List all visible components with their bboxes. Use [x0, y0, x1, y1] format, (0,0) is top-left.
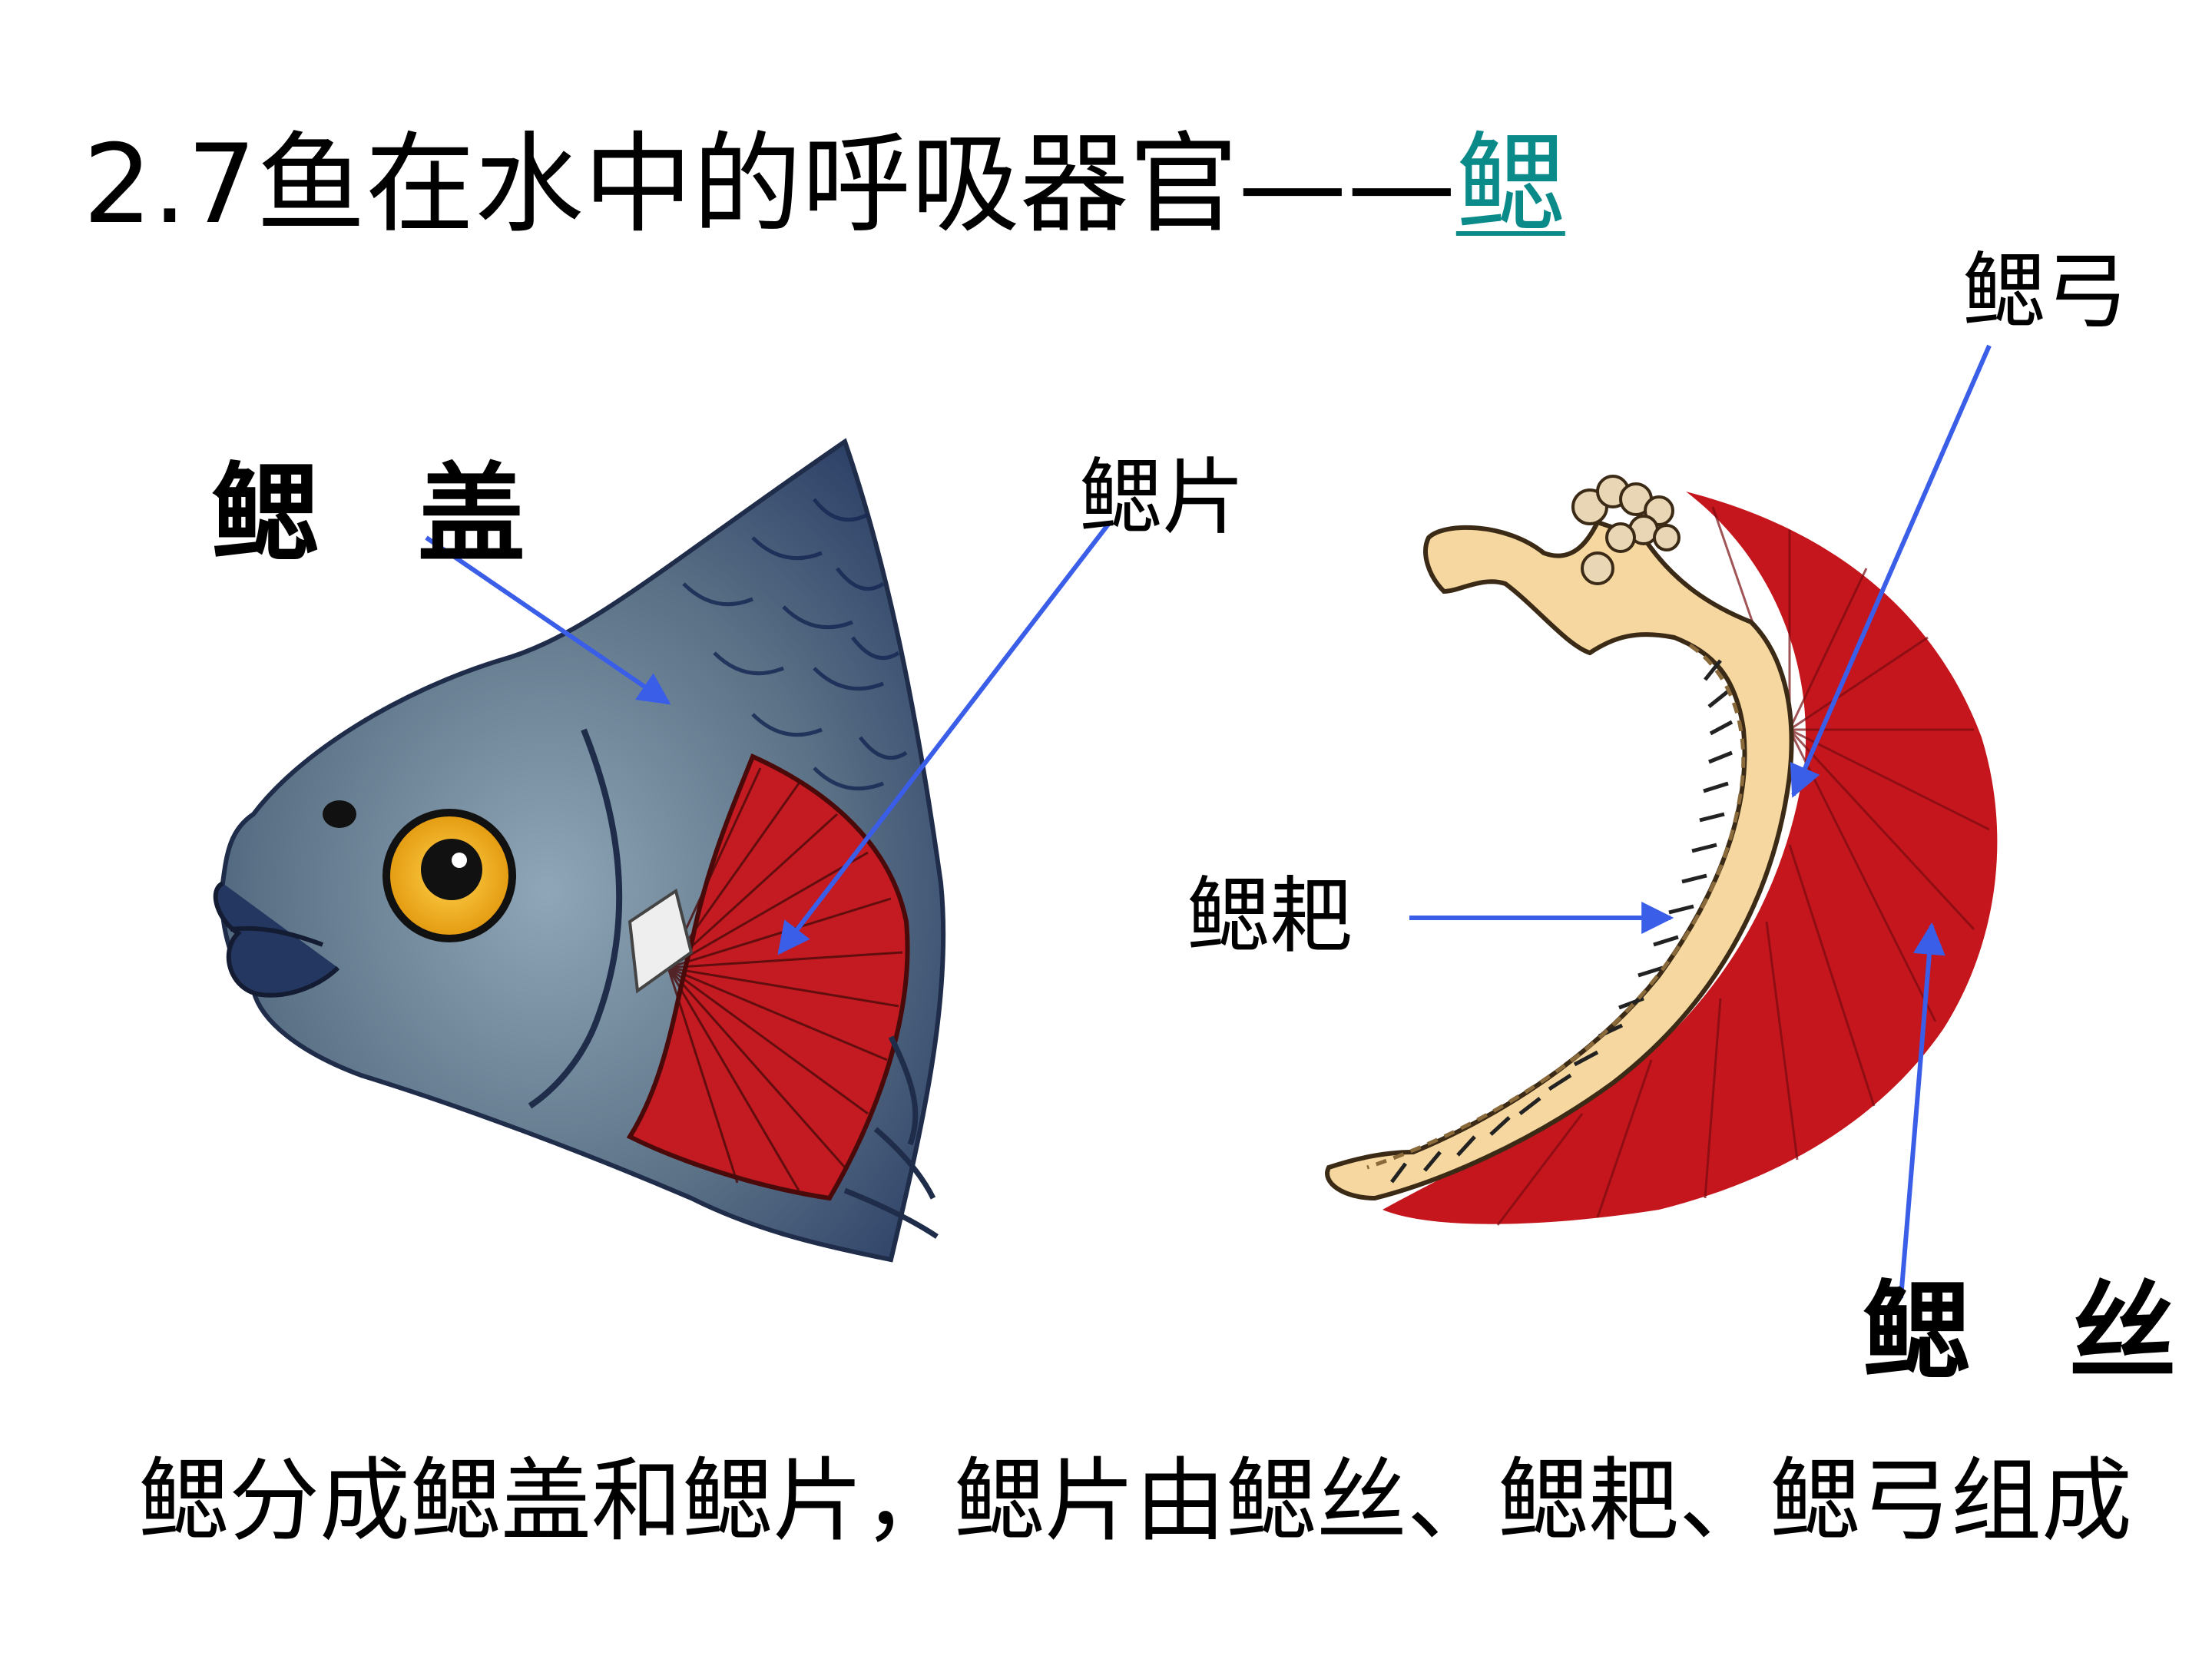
title-link-gill[interactable]: 鳃 [1455, 121, 1565, 248]
gill-arch-illustration [1325, 475, 1998, 1226]
arrow-gill-cover [425, 535, 671, 705]
label-gill-slice: 鳃片 [1079, 450, 1246, 546]
label-gill-cover: 鳃 盖 [211, 452, 556, 578]
label-gill-arch: 鳃弓 [1962, 244, 2129, 340]
slide-title: 2.7鱼在水中的呼吸器官——鳃 [83, 131, 1565, 240]
arrow-gill-filament [1899, 922, 1945, 1299]
title-prefix: 2.7鱼在水中的呼吸器官—— [83, 121, 1456, 248]
arrow-gill-slice [777, 521, 1112, 955]
pointer-arrows [425, 344, 1992, 1299]
label-gill-raker: 鳃耙 [1187, 869, 1353, 965]
label-gill-filament: 鳃 丝 [1863, 1270, 2207, 1396]
summary-caption: 鳃分成鳃盖和鳃片，鳃片由鳃丝、鳃耙、鳃弓组成 [138, 1448, 2133, 1554]
arrow-gill-arch [1790, 344, 1992, 798]
fish-head-illustration [213, 438, 946, 1263]
